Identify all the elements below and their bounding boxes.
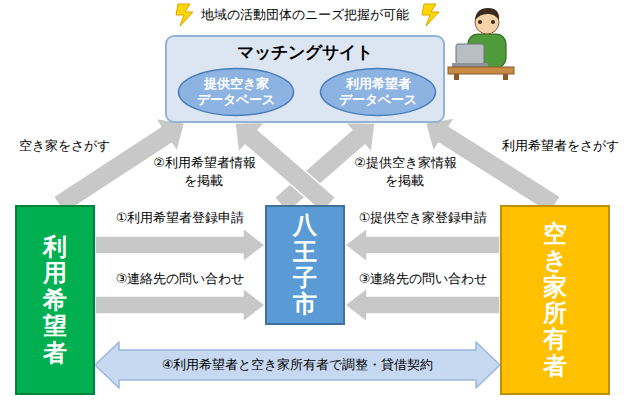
arrow-label-box: ②利用希望者情報を掲載 — [151, 154, 257, 189]
arrow-label: ②提供空き家情報を掲載 — [353, 155, 457, 188]
arrow-label-box: ①利用希望者登録申請 — [98, 209, 262, 227]
actor-name: 利用希望者 — [43, 234, 67, 366]
actor-name: 八王子市 — [293, 212, 317, 318]
lightning-icon — [422, 4, 439, 26]
block-arrow — [95, 228, 265, 262]
arrow-label-box: 空き家をさがす — [18, 137, 130, 155]
ellipse-shape — [179, 69, 294, 116]
arrow-label-box: ①提供空き家登録申請 — [348, 209, 498, 227]
person-illustration — [448, 8, 514, 80]
arrow-label: 利用希望者をさがす — [501, 138, 620, 153]
block-arrow — [95, 288, 265, 322]
arrow-label-box: ③連絡先の問い合わせ — [348, 270, 498, 288]
lightning-icon — [176, 4, 193, 26]
arrow-label: ④利用希望者と空き家所有者で調整・貸借契約 — [161, 357, 435, 372]
database-ellipse: 提供空き家 データベース — [177, 67, 295, 117]
note-text: 地域の活動団体のニーズ把握が可能 — [198, 6, 412, 24]
database-name: 利用希望者 データベース — [327, 76, 429, 109]
arrow-label: ①利用希望者登録申請 — [115, 210, 246, 225]
ellipse-shape — [321, 69, 436, 116]
arrow-label: ②利用希望者情報を掲載 — [152, 155, 256, 188]
double-block-arrow — [95, 342, 500, 388]
arrow-label: 空き家をさがす — [18, 138, 111, 153]
panel-title: マッチングサイト — [237, 42, 373, 63]
database-ellipse: 利用希望者 データベース — [319, 67, 437, 117]
arrow-label-box: ②提供空き家情報を掲載 — [352, 154, 458, 189]
arrow-label: ③連絡先の問い合わせ — [115, 271, 246, 286]
arrow-label: ①提供空き家登録申請 — [358, 210, 489, 225]
actor-name: 空き家所有者 — [543, 221, 567, 379]
actor-box: 八王子市 — [265, 205, 345, 325]
database-name: 提供空き家 データベース — [185, 76, 287, 109]
block-arrow — [345, 228, 500, 262]
site-panel: マッチングサイト提供空き家 データベース 利用希望者 データベース — [165, 35, 445, 123]
actor-box: 空き家所有者 — [500, 205, 610, 395]
arrow-label-box: 利用希望者をさがす — [494, 137, 620, 155]
arrow-label-box: ③連絡先の問い合わせ — [98, 270, 262, 288]
arrow-label: ③連絡先の問い合わせ — [358, 271, 489, 286]
actor-box: 利用希望者 — [15, 205, 95, 395]
arrow-label-box: ④利用希望者と空き家所有者で調整・貸借契約 — [95, 356, 500, 374]
block-arrow — [345, 288, 500, 322]
